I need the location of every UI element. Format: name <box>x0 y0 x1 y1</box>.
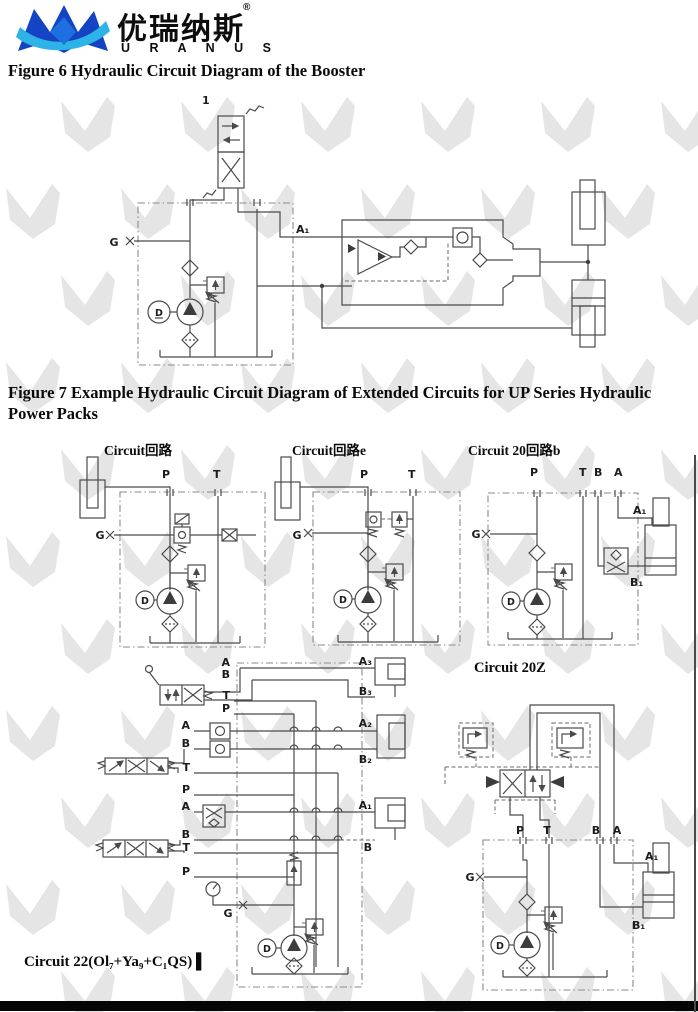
circuit-22-caption-artifact: ▌ <box>195 954 207 970</box>
page-edge-line <box>694 455 696 1012</box>
c22-label-b3: B₃ <box>359 685 372 698</box>
fig6-cylinders <box>257 179 606 348</box>
c3-label-p: P <box>530 466 538 479</box>
figure7-caption: Figure 7 Example Hydraulic Circuit Diagr… <box>8 383 652 423</box>
c22-motor-label: D <box>263 944 271 955</box>
uranus-logo <box>16 5 110 53</box>
registered-mark: ® <box>243 2 251 13</box>
c22-label-a1: A₁ <box>359 799 373 812</box>
c20z-label-b: B <box>592 824 600 837</box>
fig6-label-a1: A₁ <box>296 223 310 236</box>
c1-motor-label: D <box>141 596 149 607</box>
c22-g2-label-t: T <box>182 761 190 774</box>
c22-g3-label-p: P <box>182 865 190 878</box>
figure6-caption: Figure 6 Hydraulic Circuit Diagram of th… <box>8 61 366 80</box>
c22-g3-label-t: T <box>182 841 190 854</box>
c2-label-p: P <box>360 468 368 481</box>
c2-label-g: G <box>292 529 301 542</box>
c22-g2-label-b: B <box>182 737 190 750</box>
figure6-diagram: 1 A₁ G D <box>109 94 606 366</box>
logo-latin-text: U R A N U S <box>121 41 279 55</box>
c20z-label-p: P <box>516 824 524 837</box>
logo-swoosh-light <box>16 21 110 51</box>
circuit-1-diagram: Circuit回路 P T G <box>79 442 266 648</box>
c22-label-a3: A₃ <box>359 655 373 668</box>
c22-g1-label-a: A <box>221 656 230 669</box>
c22-label-a2: A₂ <box>359 717 373 730</box>
c22-g3-label-b: B <box>182 828 190 841</box>
fig6-pilot-valve: 1 <box>202 94 265 199</box>
c22-g2-label-p: P <box>182 783 190 796</box>
c20z-label-b1: B₁ <box>632 919 645 932</box>
c20z-label-g: G <box>465 871 474 884</box>
c3-label-t: T <box>579 466 587 479</box>
c20z-motor-label: D <box>496 941 504 952</box>
bottom-diagrams: A B T P A B T P <box>94 655 675 991</box>
fig6-motor-label: D <box>155 308 163 319</box>
c22-label-g: G <box>223 907 232 920</box>
figure7-circuits-row: Circuit回路 P T G <box>79 442 677 648</box>
circuit-2-diagram: Circuit回路e P T G <box>274 442 461 646</box>
c22-g1-label-p: P <box>222 702 230 715</box>
c22-g1-label-b: B <box>222 668 230 681</box>
c22-g1-label-t: T <box>222 689 230 702</box>
c3-label-g: G <box>471 528 480 541</box>
c2-label-t: T <box>408 468 416 481</box>
c20z-label-t: T <box>543 824 551 837</box>
c1-label-g: G <box>95 529 104 542</box>
page-bottom-bar <box>0 1001 698 1011</box>
circuit-1-title: Circuit回路 <box>104 442 172 458</box>
c3-label-a: A <box>614 466 623 479</box>
circuit-22-caption: Circuit 22(Ol₇+Ya₉+C₁QS) ▌ <box>24 954 207 971</box>
c1-label-p: P <box>162 468 170 481</box>
circuit-2-title: Circuit回路e <box>292 442 366 458</box>
c1-label-t: T <box>213 468 221 481</box>
logo-center-facet <box>50 17 76 45</box>
c3-motor-label: D <box>507 597 515 608</box>
fig6-booster-block <box>341 219 541 306</box>
fig6-label-g: G <box>109 236 118 249</box>
circuit-3-diagram: Circuit 20回路b P T B A G D <box>468 442 677 646</box>
logo-chinese-text: 优瑞纳斯 <box>117 12 245 47</box>
c3-label-a1: A₁ <box>633 504 647 517</box>
c22-g3-label-a: A <box>181 800 190 813</box>
c3-label-b1: B₁ <box>630 576 643 589</box>
c3-label-b: B <box>594 466 602 479</box>
c22-g2-label-a: A <box>181 719 190 732</box>
c20z-label-a1: A₁ <box>645 850 659 863</box>
circuit-22-caption-text: Circuit 22(Ol₇+Ya₉+C₁QS) <box>24 954 193 970</box>
circuit-20z-diagram: P T B A G D A₁ <box>444 704 675 991</box>
c2-motor-label: D <box>339 595 347 606</box>
fig6-power-pack: A₁ G D <box>109 188 342 366</box>
circuit-3-title: Circuit 20回路b <box>468 442 560 458</box>
fig6-label-1: 1 <box>202 94 210 107</box>
circuit-20z-caption: Circuit 20Z <box>474 660 546 676</box>
c22-label-b-cyl: B <box>364 841 372 854</box>
c20z-label-a: A <box>613 824 622 837</box>
c22-label-b2: B₂ <box>359 753 372 766</box>
circuit-22-diagram: A B T P A B T P <box>94 655 406 988</box>
